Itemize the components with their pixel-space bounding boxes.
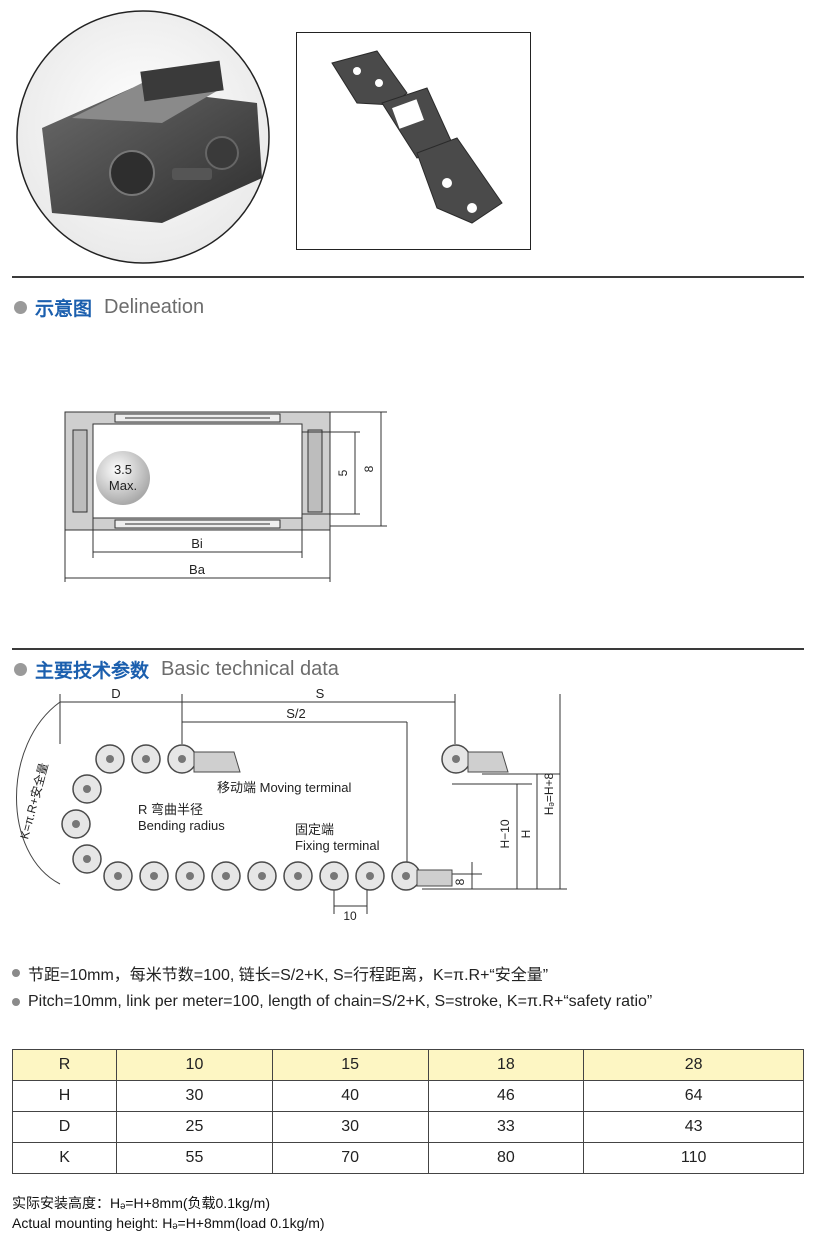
table-cell: 25: [116, 1111, 273, 1143]
note-text-en: Pitch=10mm, link per meter=100, length o…: [28, 993, 653, 1010]
table-cell: 110: [583, 1142, 804, 1174]
technical-drawing: D S S/2 移动端 Moving terminal R 弯曲半径 Bendi…: [12, 684, 612, 924]
table-cell: 40: [271, 1080, 429, 1112]
table-cell: 80: [427, 1142, 585, 1174]
table-row: D 25 30 33 43: [11, 1111, 804, 1143]
note-en: Pitch=10mm, link per meter=100, length o…: [12, 993, 652, 1011]
fixing-terminal-cn: 固定端: [295, 822, 334, 837]
h-label: H: [519, 830, 533, 839]
table-cell: 10: [116, 1049, 273, 1081]
table-cell: 15: [271, 1049, 429, 1081]
section-divider: [12, 648, 804, 650]
table-cell: 33: [427, 1111, 585, 1143]
note-cn: 节距=10mm，每米节数=100, 链长=S/2+K, S=行程距离，K=π.R…: [12, 961, 548, 985]
h-minus-10-label: H−10: [498, 819, 512, 848]
d-label: D: [111, 686, 120, 701]
product-photo-link: [296, 32, 531, 250]
delineation-drawing: 3.5 Max. Bi Ba 5 8: [55, 400, 395, 600]
product-photo-circle: [12, 8, 274, 266]
footer-en: Actual mounting height: Hₔ=H+8mm(load 0.…: [12, 1215, 325, 1231]
inner-height-label: 5: [336, 469, 350, 476]
bending-radius-en: Bending radius: [138, 818, 225, 833]
inner-width-label: Bi: [191, 536, 203, 551]
table-cell: 18: [427, 1049, 585, 1081]
row-label: D: [11, 1111, 118, 1143]
table-cell: 46: [427, 1080, 585, 1112]
hf-label: Hₔ=H+8: [542, 772, 556, 815]
section-title-cn: 示意图: [35, 299, 93, 320]
table-row: H 30 40 46 64: [11, 1080, 804, 1112]
section-divider: [12, 276, 804, 278]
outer-height-label: 8: [362, 465, 376, 472]
ten-label: 10: [343, 909, 357, 923]
row-label: R: [11, 1049, 118, 1081]
cable-max-line2: Max.: [109, 478, 137, 493]
table-cell: 30: [116, 1080, 273, 1112]
table-cell: 43: [583, 1111, 804, 1143]
section-title-en: Basic technical data: [161, 658, 339, 680]
s-label: S: [316, 686, 325, 701]
footer-cn: 实际安装高度：Hₔ=H+8mm(负载0.1kg/m): [12, 1195, 271, 1211]
fixing-terminal-en: Fixing terminal: [295, 838, 380, 853]
table-cell: 55: [116, 1142, 273, 1174]
section-title-cn: 主要技术参数: [35, 661, 150, 682]
outer-width-label: Ba: [189, 562, 206, 577]
row-label: K: [11, 1142, 118, 1174]
table-cell: 28: [583, 1049, 804, 1081]
k-formula-label: K=π.R+安全量: [16, 761, 51, 841]
section-heading-technical: 主要技术参数 Basic technical data: [14, 656, 339, 683]
bending-radius-cn: R 弯曲半径: [138, 802, 203, 817]
s-half-label: S/2: [286, 706, 306, 721]
section-title-en: Delineation: [104, 296, 205, 318]
bullet-icon: [12, 998, 20, 1006]
table-cell: 70: [271, 1142, 429, 1174]
spec-table: R 10 15 18 28 H 30 40 46 64 D 25 30 33 4…: [11, 1049, 804, 1174]
table-cell: 64: [583, 1080, 804, 1112]
table-cell: 30: [271, 1111, 429, 1143]
table-row: R 10 15 18 28: [11, 1049, 804, 1081]
eight-label: 8: [453, 878, 467, 885]
bullet-icon: [14, 663, 27, 676]
moving-terminal-label: 移动端 Moving terminal: [217, 780, 351, 795]
note-text-cn: 节距=10mm，每米节数=100, 链长=S/2+K, S=行程距离，K=π.R…: [28, 967, 549, 984]
table-row: K 55 70 80 110: [11, 1142, 804, 1174]
cable-max-line1: 3.5: [114, 462, 132, 477]
bullet-icon: [12, 969, 20, 977]
row-label: H: [11, 1080, 118, 1112]
bullet-icon: [14, 301, 27, 314]
section-heading-delineation: 示意图 Delineation: [14, 294, 204, 321]
